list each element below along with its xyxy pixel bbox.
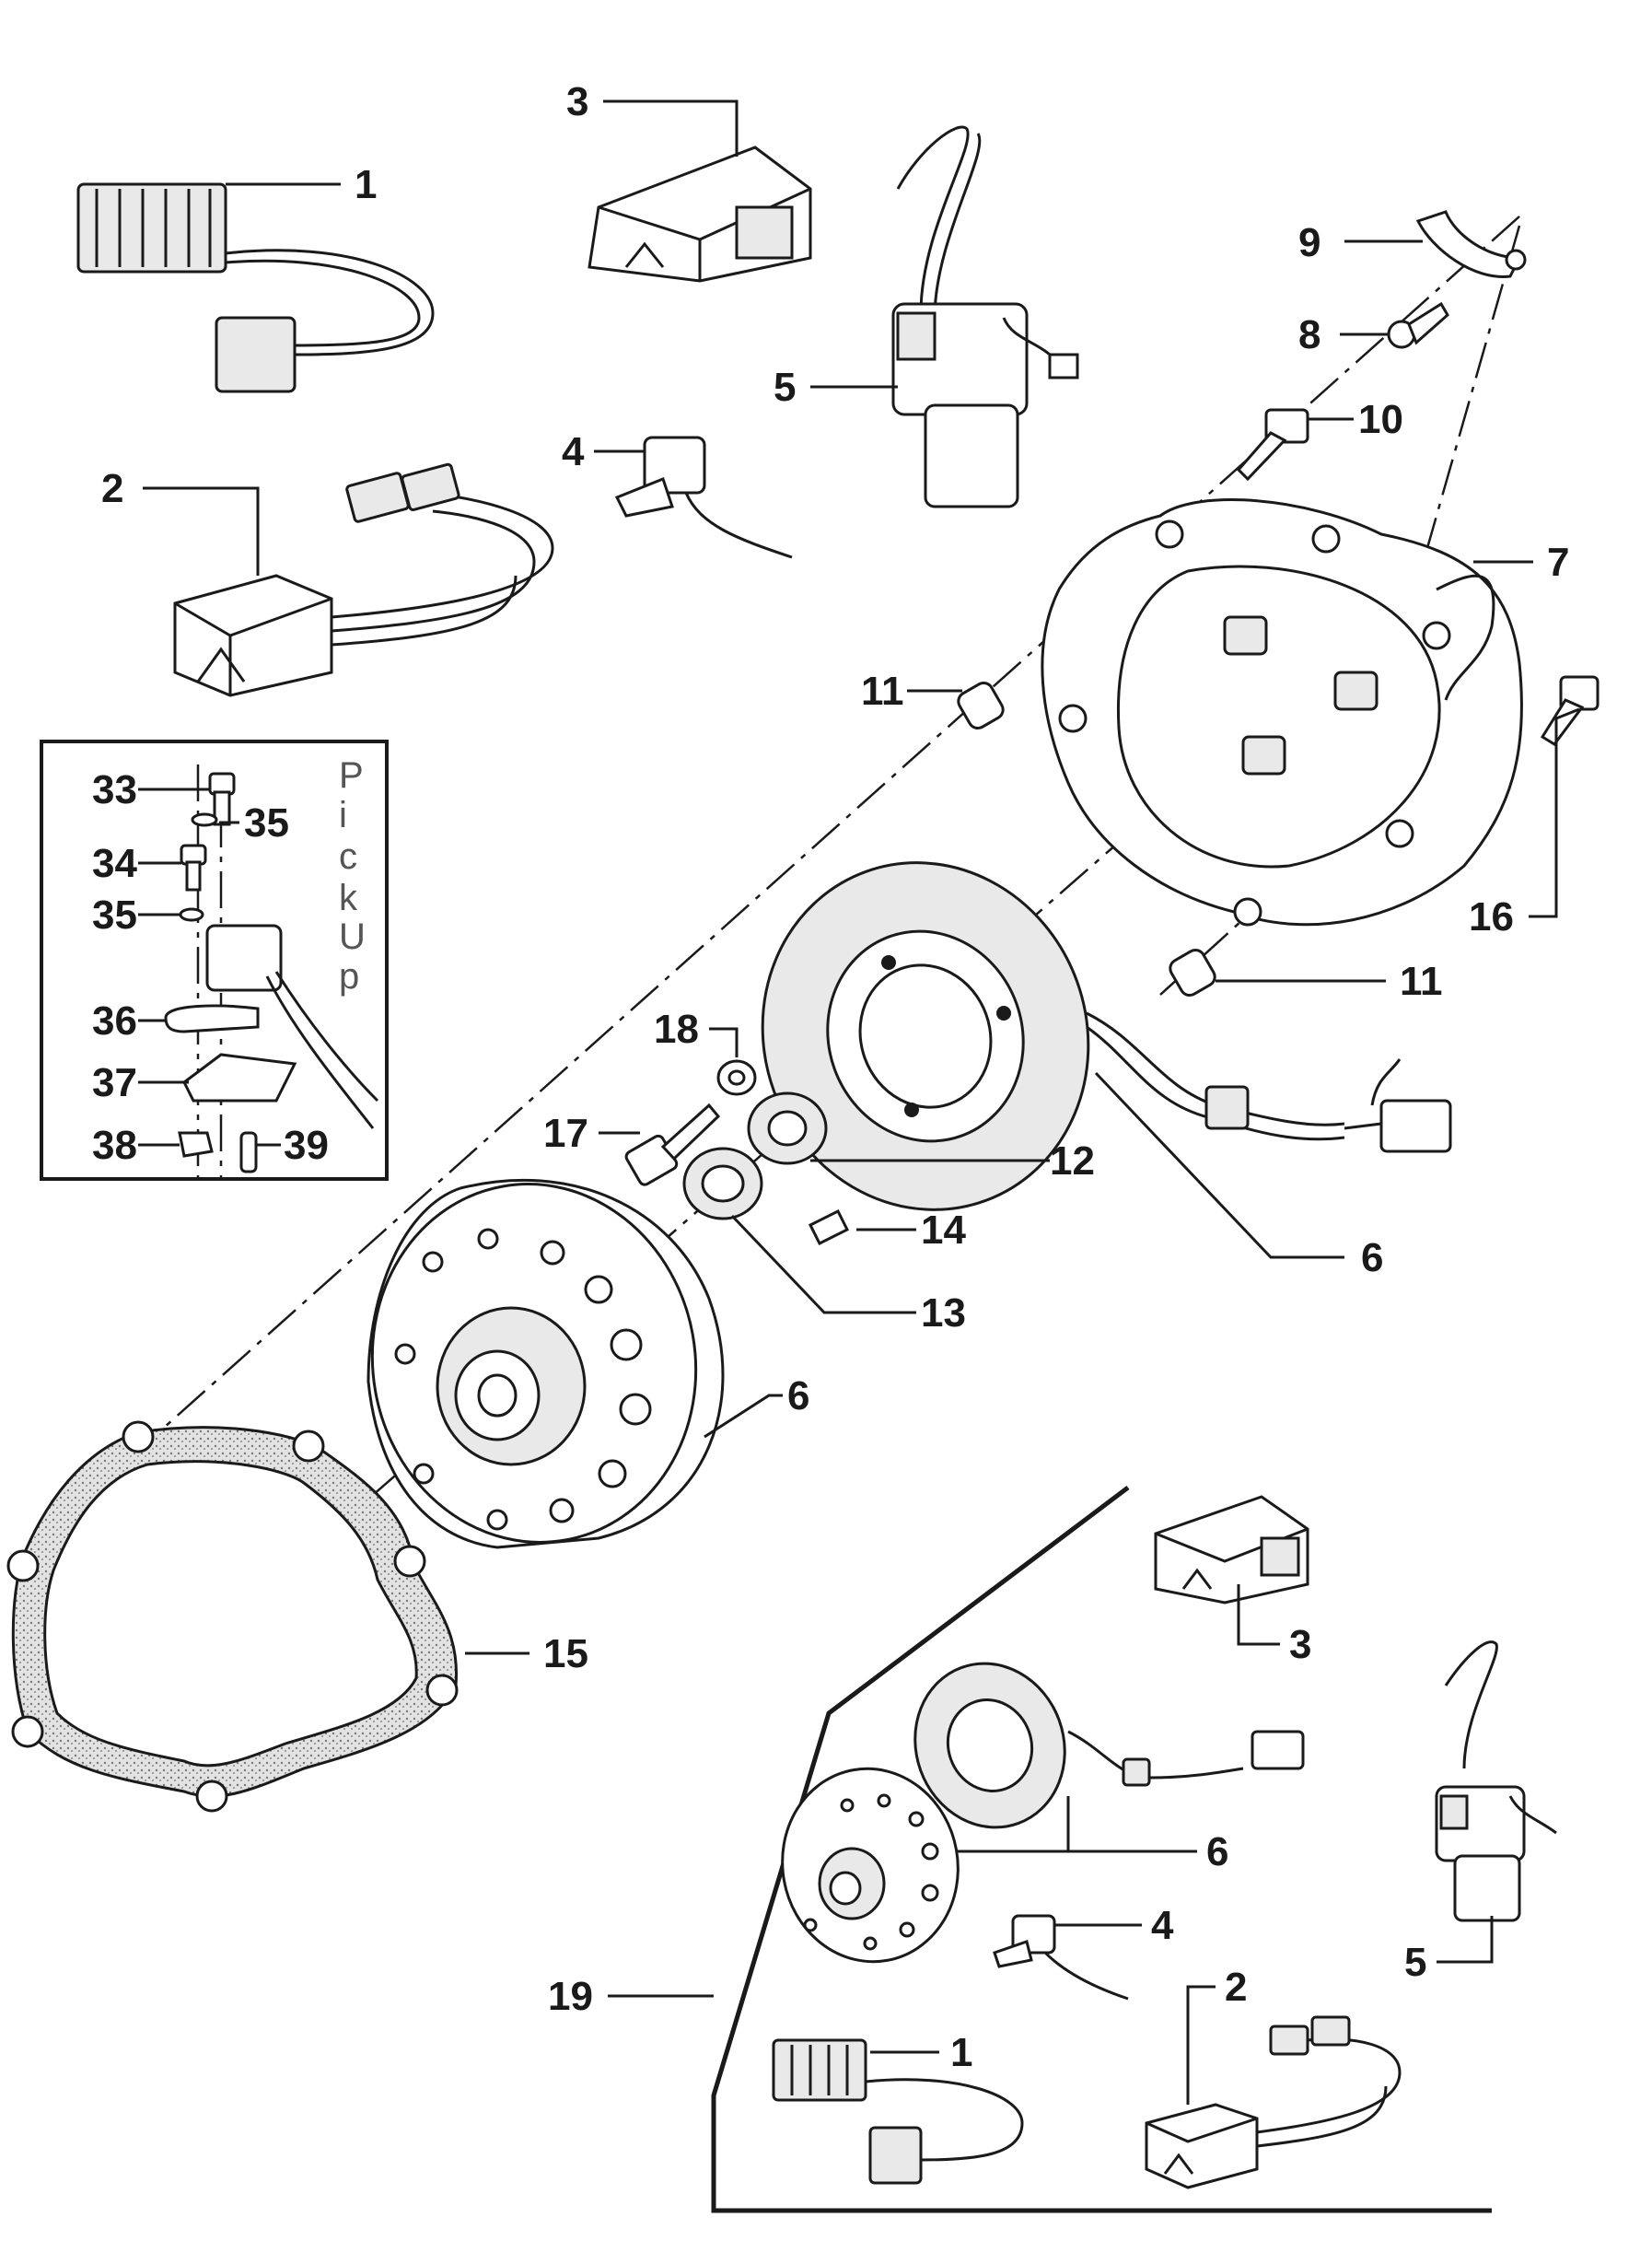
flywheel-rotor-part-6: [366, 1178, 725, 1549]
inset-letter-5: U: [339, 916, 366, 957]
callout-5k: 5: [1404, 1940, 1426, 1985]
center-axis-line: [202, 708, 1272, 1645]
kit-stator-part-6: [913, 1662, 1305, 1829]
callout-19: 19: [548, 1974, 593, 2019]
ignition-coil-part-5: [891, 125, 1079, 508]
callout-12: 12: [1050, 1138, 1095, 1184]
callout-33: 33: [92, 767, 137, 812]
callout-5: 5: [774, 365, 796, 410]
screw-part-10: [1236, 408, 1309, 482]
pickup-part-4: [614, 436, 793, 559]
callout-39: 39: [284, 1123, 329, 1168]
callout-11a: 11: [861, 669, 904, 714]
inset-letter-2: i: [339, 795, 347, 835]
callout-17: 17: [543, 1111, 588, 1156]
inset-letter-4: k: [339, 878, 358, 918]
clamp-part-9: [1415, 210, 1527, 278]
callout-13: 13: [921, 1290, 966, 1336]
stator-cover-part-7: [1041, 498, 1523, 927]
callout-14: 14: [921, 1208, 966, 1253]
callout-8: 8: [1298, 312, 1320, 357]
callout-7: 7: [1547, 540, 1569, 585]
callout-35a: 35: [244, 800, 289, 846]
cdi-module-part-2: [173, 462, 554, 697]
callout-37: 37: [92, 1060, 137, 1105]
leader-6b: [704, 1394, 783, 1439]
callout-3: 3: [566, 79, 588, 124]
kit-regulator-part-1: [772, 2038, 1024, 2185]
gasket-part-15: [6, 1420, 459, 1813]
callout-15: 15: [543, 1631, 588, 1676]
callout-38: 38: [92, 1123, 137, 1168]
washer-part-18: [716, 1059, 757, 1096]
bearing-part-12: [747, 1091, 828, 1165]
kit-flywheel-part-6: [781, 1767, 960, 1964]
callout-6b: 6: [787, 1373, 809, 1418]
callout-34: 34: [92, 841, 137, 886]
leader-13: [730, 1214, 916, 1314]
callout-6k: 6: [1206, 1829, 1228, 1874]
kit-pickup-part-4: [993, 1914, 1129, 2001]
kit-cdi-unit-part-3: [1154, 1495, 1309, 1605]
key-part-14: [808, 1208, 850, 1246]
callout-10: 10: [1358, 397, 1403, 442]
callout-16: 16: [1469, 894, 1514, 939]
pickup-detail-inset: [40, 740, 389, 1181]
inset-letter-6: p: [339, 956, 359, 997]
callout-4: 4: [562, 429, 585, 474]
regulator-rectifier-part-1: [76, 182, 435, 393]
callout-2: 2: [101, 466, 123, 511]
leader-18: [709, 1027, 739, 1057]
dowel-part-11-lower: [1169, 948, 1216, 998]
callout-9: 9: [1298, 220, 1320, 265]
leader-6a: [1094, 1071, 1344, 1259]
callout-3k: 3: [1289, 1622, 1311, 1667]
cdi-unit-part-3: [588, 146, 812, 283]
screw-part-8: [1387, 301, 1449, 349]
callout-35b: 35: [92, 893, 137, 938]
leader-2k: [1186, 1985, 1216, 2105]
inset-letter-1: P: [339, 755, 364, 796]
callout-1k: 1: [950, 2030, 972, 2075]
kit-ignition-coil-part-5: [1435, 1640, 1557, 1922]
callout-2k: 2: [1225, 1965, 1247, 2010]
kit-cdi-module-part-2: [1145, 2015, 1402, 2189]
screw-axis-line: [1398, 225, 1521, 646]
inset-letter-3: c: [339, 836, 357, 877]
leader-2: [143, 486, 260, 576]
callout-4k: 4: [1151, 1903, 1174, 1948]
washer-part-13: [682, 1147, 763, 1220]
kit-frame: [711, 1486, 1492, 2213]
screw-part-17: [624, 1103, 721, 1186]
leader-3: [603, 99, 739, 157]
leader-5k: [1437, 1916, 1494, 1964]
inset-pickup-vertical-text: P i c k U p: [339, 755, 366, 997]
stator-part-6: [761, 861, 1452, 1211]
leader-3k: [1237, 1584, 1280, 1646]
callout-36: 36: [92, 998, 137, 1044]
callout-18: 18: [654, 1007, 699, 1052]
leader-16: [1529, 707, 1580, 918]
callout-11b: 11: [1400, 959, 1443, 1004]
callout-6a: 6: [1361, 1235, 1383, 1280]
callout-1: 1: [355, 162, 377, 207]
screw-part-16: [1540, 675, 1600, 746]
dowel-part-11-upper: [957, 681, 1005, 730]
